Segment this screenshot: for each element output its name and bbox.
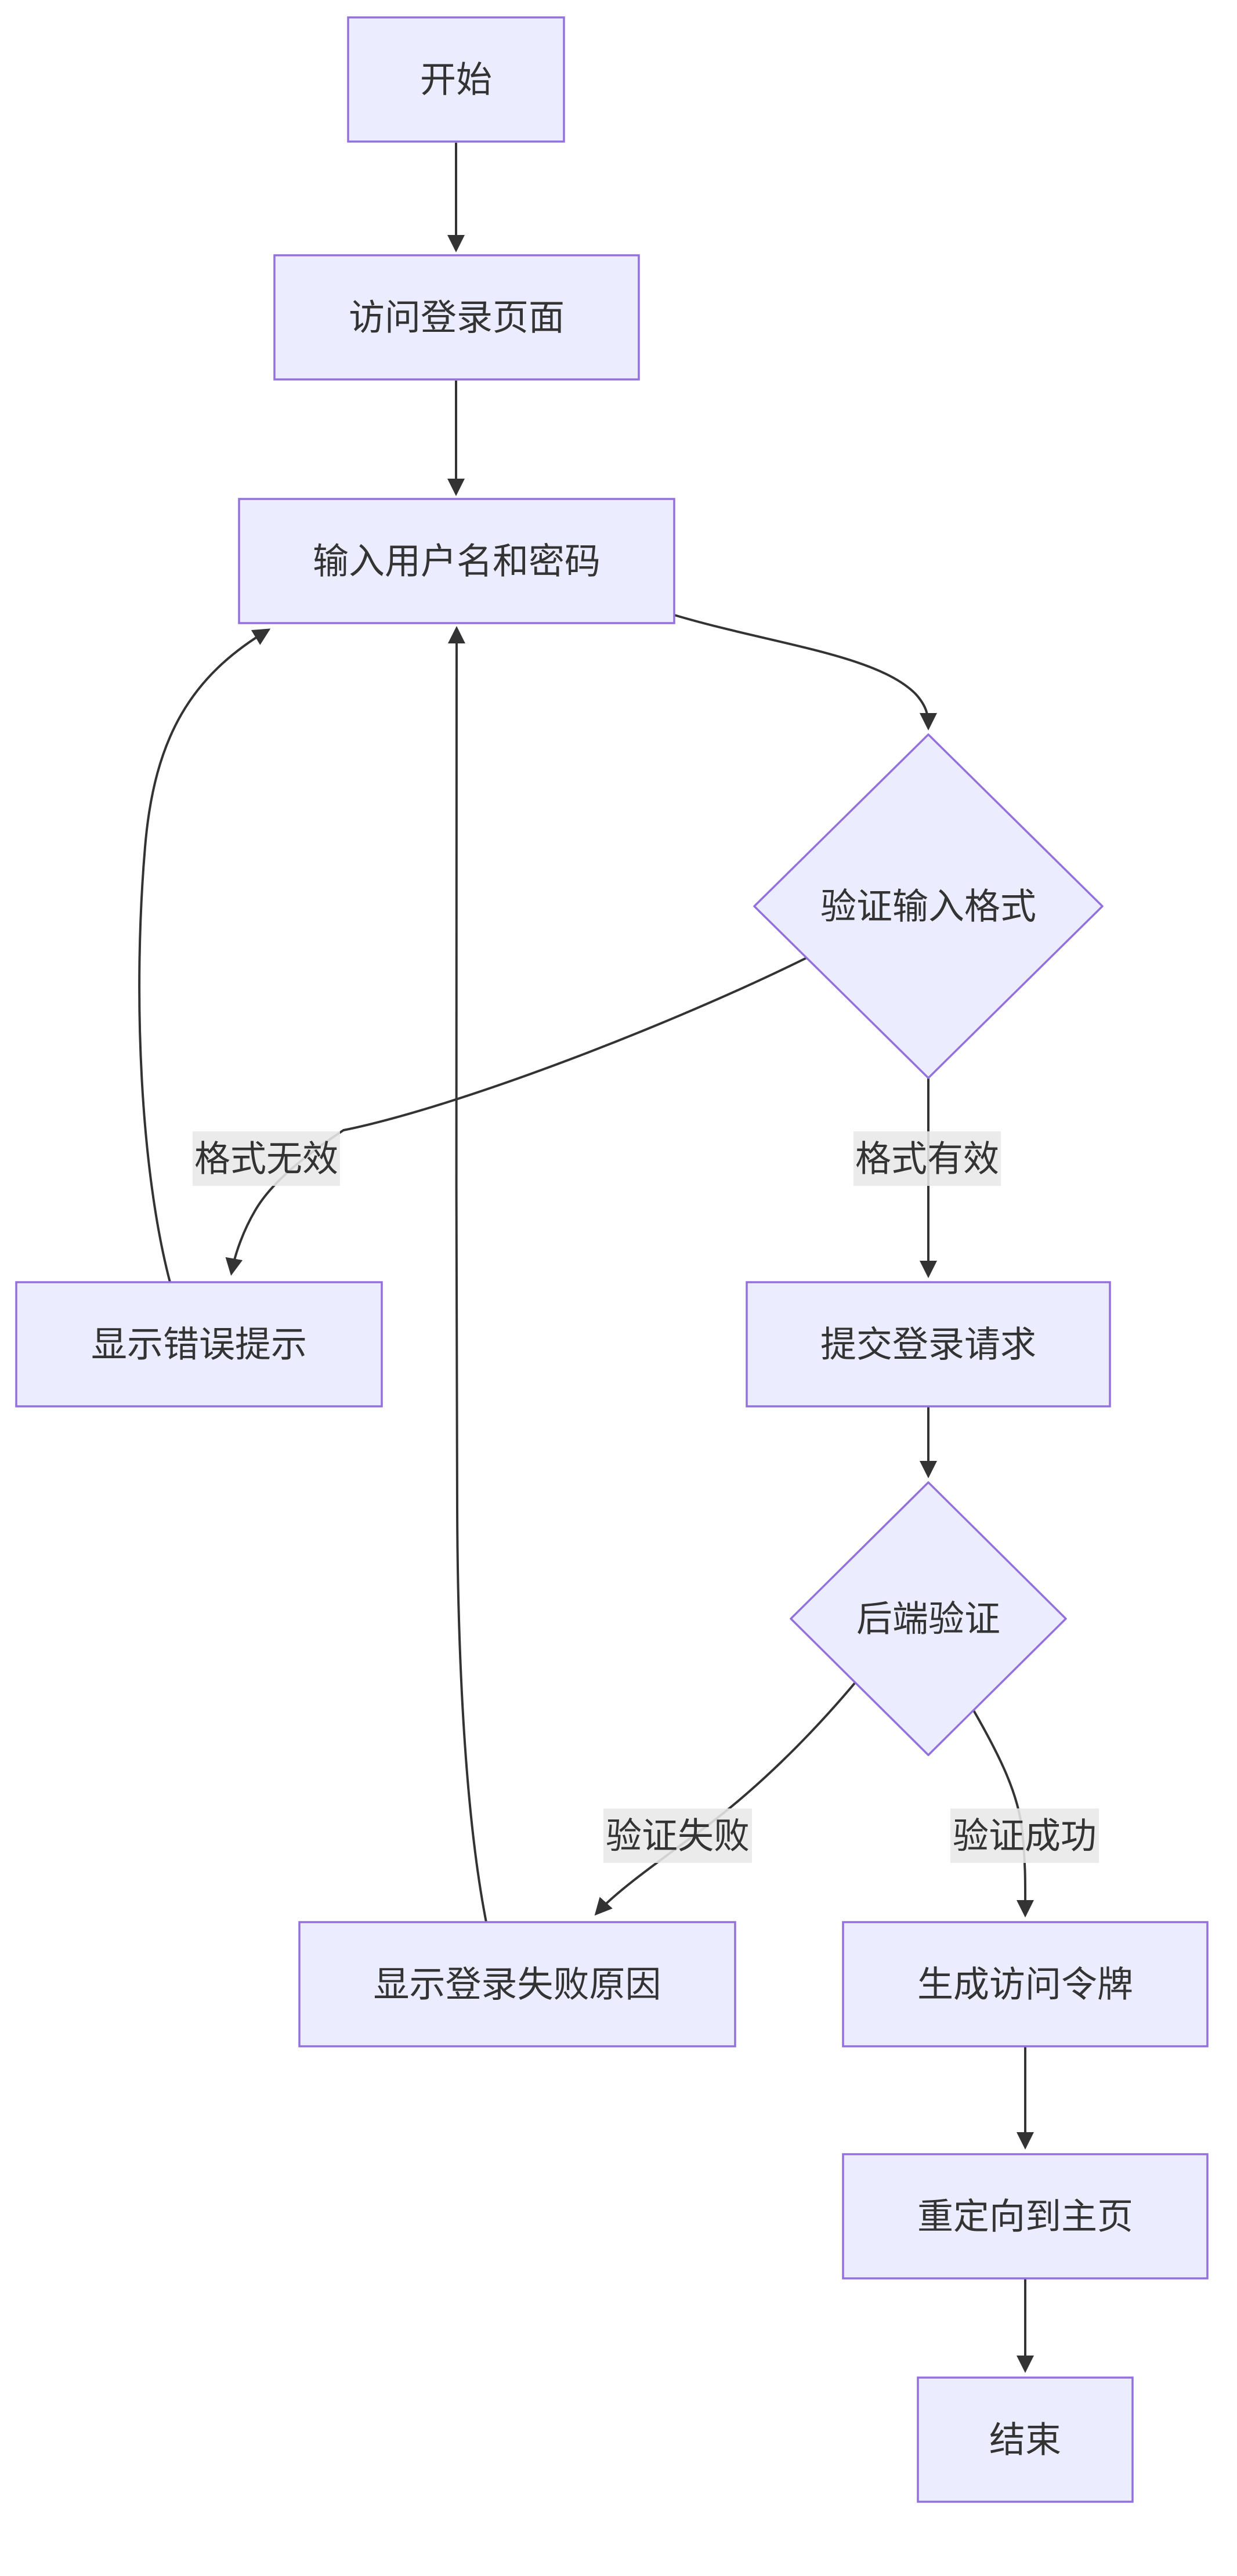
edge-label-bg: [853, 1131, 1001, 1186]
node-end: 结束: [917, 2376, 1134, 2503]
edge-fail-input: [447, 626, 487, 1923]
node-shape-rect: [273, 254, 640, 381]
node-label: 后端验证: [856, 1598, 1000, 1640]
node-start: 开始: [347, 16, 565, 143]
edge-label-bg: [950, 1808, 1099, 1863]
edge-validate-error: [225, 956, 808, 1276]
node-shape-rect: [842, 2153, 1209, 2280]
node-shape-diamond: [753, 733, 1104, 1079]
node-visit: 访问登录页面: [273, 254, 640, 381]
edge-error-input: [138, 628, 271, 1283]
node-input: 输入用户名和密码: [238, 498, 675, 624]
edge-label-backend-token: 验证成功: [950, 1808, 1099, 1863]
edge-backend-fail: [594, 1681, 856, 1916]
edge-label-validate-error: 格式无效: [193, 1131, 340, 1186]
node-shape-rect: [746, 1281, 1111, 1408]
node-label: 验证输入格式: [820, 885, 1036, 928]
node-label: 输入用户名和密码: [313, 540, 601, 583]
node-shape-rect: [238, 498, 675, 624]
edge-label-text: 验证失败: [606, 1815, 750, 1857]
edge-label-bg: [193, 1131, 340, 1186]
node-validate: 验证输入格式: [753, 733, 1104, 1079]
node-shape-rect: [917, 2376, 1134, 2503]
node-token: 生成访问令牌: [842, 1921, 1209, 2047]
node-shape-rect: [15, 1281, 383, 1408]
node-redirect: 重定向到主页: [842, 2153, 1209, 2280]
edge-label-text: 格式有效: [855, 1138, 999, 1180]
edge-label-backend-fail: 验证失败: [603, 1808, 752, 1863]
node-label: 访问登录页面: [349, 296, 565, 339]
edge-label-text: 验证成功: [953, 1815, 1097, 1857]
edge-label-bg: [603, 1808, 752, 1863]
node-label: 开始: [420, 59, 492, 101]
edge-label-text: 格式无效: [194, 1138, 338, 1180]
node-submit: 提交登录请求: [746, 1281, 1111, 1408]
edge-input-validate: [674, 614, 937, 730]
node-label: 提交登录请求: [820, 1323, 1036, 1366]
node-backend: 后端验证: [790, 1481, 1067, 1756]
node-label: 重定向到主页: [917, 2195, 1133, 2238]
node-shape-rect: [298, 1921, 736, 2047]
node-label: 结束: [989, 2419, 1061, 2461]
edge-label-validate-submit: 格式有效: [853, 1131, 1001, 1186]
node-label: 显示登录失败原因: [373, 1963, 661, 2006]
node-shape-diamond: [790, 1481, 1067, 1756]
node-error: 显示错误提示: [15, 1281, 383, 1408]
node-shape-rect: [347, 16, 565, 143]
node-label: 显示错误提示: [91, 1323, 307, 1366]
node-label: 生成访问令牌: [917, 1963, 1133, 2006]
node-fail: 显示登录失败原因: [298, 1921, 736, 2047]
node-shape-rect: [842, 1921, 1209, 2047]
